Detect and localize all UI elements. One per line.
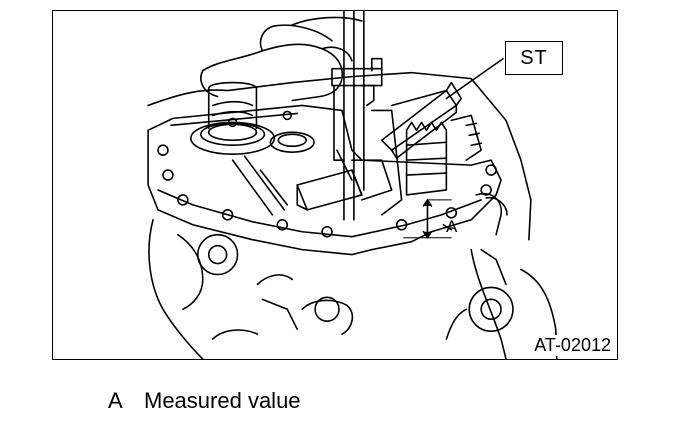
case-flange [147, 104, 502, 256]
diagram-frame: ST A AT-02012 [52, 10, 618, 360]
legend-key: A [108, 388, 123, 413]
measuring-block [296, 169, 363, 211]
legend: A Measured value [108, 388, 301, 414]
rear-casing-outline [147, 71, 532, 241]
transmission-line-drawing [147, 11, 558, 359]
figure-id: AT-02012 [532, 335, 613, 356]
bearing-housing [190, 121, 276, 155]
depth-gauge-rod [343, 11, 355, 221]
hand-outline [201, 43, 344, 102]
special-tool-label: ST [505, 41, 563, 75]
legend-description: Measured value [144, 388, 301, 413]
st-leader-line [445, 57, 504, 100]
lower-housing-right [470, 248, 507, 359]
lower-housing-left [148, 219, 204, 359]
gear-cluster [405, 121, 448, 196]
shaft [231, 159, 274, 216]
dimension-label-a: A [446, 217, 458, 236]
